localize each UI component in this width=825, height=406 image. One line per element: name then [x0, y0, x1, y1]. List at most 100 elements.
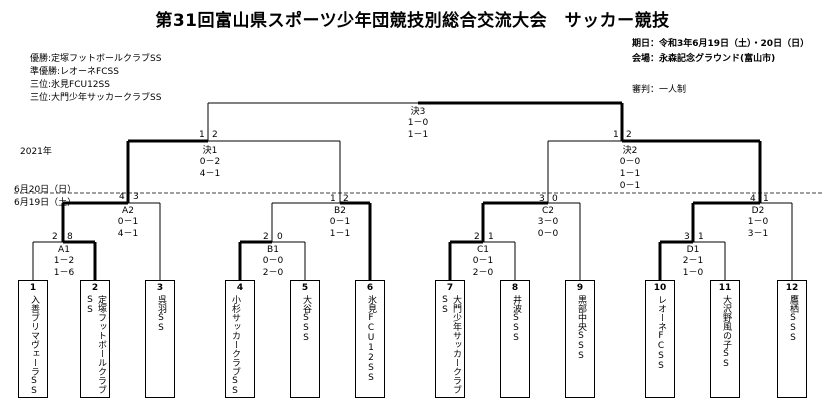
match-label: 決1	[202, 146, 218, 156]
team-number: 12	[785, 283, 799, 293]
team-name: 大門少年サッカークラブSS	[440, 295, 461, 394]
match-score: 0－2	[199, 157, 221, 167]
event-venue: 会場：永森記念グラウンド(富山市)	[632, 54, 776, 64]
team-box-11: 11 大沢野風の子SS	[710, 280, 740, 398]
final-left-score: 1	[199, 130, 205, 140]
results-list: 優勝:定塚フットボールクラブSS 準優勝:レオーネFCSS 三位:氷見FCU12…	[30, 53, 161, 105]
semi1-left-score: 4	[119, 192, 125, 202]
event-dates: 期日：令和3年6月19日（土）・20日（日）	[632, 39, 810, 49]
match-semi1: 決1 0－2 4－1	[180, 143, 240, 180]
match-d1: D1 2－1 1－0	[663, 245, 723, 279]
team-number: 9	[576, 283, 584, 293]
referee-info: 審判：一人制	[632, 85, 687, 95]
match-score: 1－0	[682, 268, 704, 278]
d1-left-score: 3	[684, 232, 690, 242]
match-label: A2	[122, 206, 134, 216]
c1-right-score: 1	[488, 232, 494, 242]
match-label: C1	[476, 245, 489, 255]
team-name: 呉羽SS	[156, 295, 166, 333]
semi2-left-score: 1	[613, 130, 619, 140]
year-label: 2021年	[20, 147, 52, 157]
match-score: 1－1	[407, 130, 429, 140]
match-c2: C2 3－0 0－0	[518, 206, 578, 240]
team-number: 2	[91, 283, 99, 293]
match-score: 2－0	[472, 268, 494, 278]
team-box-1: 1 入善ブリマヴェーラSS	[18, 280, 48, 398]
semi2-right-score: 2	[626, 130, 632, 140]
match-score: 0－1	[117, 217, 139, 227]
team-name: 大沢野風の子SS	[721, 295, 731, 369]
match-score: 4－1	[199, 169, 221, 179]
d2-left-score: 4	[750, 194, 756, 204]
result-runner-up: 準優勝:レオーネFCSS	[30, 67, 119, 77]
match-b1: B1 0－0 2－0	[243, 245, 303, 279]
team-box-10: 10 レオーネFCSS	[645, 280, 675, 398]
team-name: レオーネFCSS	[656, 295, 666, 371]
match-label: C2	[541, 206, 554, 216]
result-winner: 優勝:定塚フットボールクラブSS	[30, 54, 162, 64]
team-box-4: 4 小杉サッカークラブSS	[225, 280, 255, 398]
match-label: D2	[751, 206, 765, 216]
match-score: 2－1	[682, 256, 704, 266]
match-a2: A2 0－1 4－1	[98, 206, 158, 240]
a1-right-score: 8	[67, 232, 73, 242]
team-box-3: 3 呉羽SS	[145, 280, 175, 398]
team-number: 8	[511, 283, 519, 293]
match-score: 0－1	[619, 181, 641, 191]
b1-left-score: 2	[263, 232, 269, 242]
match-final: 決3 1－0 1－1	[388, 104, 448, 141]
team-name: 定塚フットボールクラブSS	[85, 295, 106, 394]
final-right-score: 2	[212, 130, 218, 140]
match-score: 1－1	[329, 229, 351, 239]
match-score: 1－0	[407, 118, 429, 128]
result-third-1: 三位:氷見FCU12SS	[30, 80, 110, 90]
b1-right-score: 0	[277, 232, 283, 242]
team-name: 井波SSS	[511, 295, 521, 343]
team-name: 氷見FCU12SS	[366, 295, 376, 383]
team-box-9: 9 黒部中央SSS	[565, 280, 595, 398]
b2-right-score: 2	[343, 194, 349, 204]
match-label: 決2	[622, 146, 638, 156]
day1-label: 6月19日（土）	[14, 198, 77, 208]
team-box-6: 6 氷見FCU12SS	[355, 280, 385, 398]
c1-left-score: 2	[474, 232, 480, 242]
team-number: 11	[718, 283, 732, 293]
match-score: 0－1	[472, 256, 494, 266]
team-number: 5	[301, 283, 309, 293]
match-a1: A1 1－2 1－6	[34, 245, 94, 279]
team-name: 大谷SSS	[301, 295, 311, 343]
team-box-8: 8 井波SSS	[500, 280, 530, 398]
team-number: 10	[653, 283, 667, 293]
team-name: 黒部中央SSS	[576, 295, 586, 361]
match-score: 1－6	[53, 268, 75, 278]
match-label: A1	[58, 245, 70, 255]
match-score: 2－0	[262, 268, 284, 278]
a1-left-score: 2	[52, 232, 58, 242]
match-score: 0－0	[537, 229, 559, 239]
d1-right-score: 1	[698, 232, 704, 242]
semi1-right-score: 3	[133, 192, 139, 202]
match-score: 1－1	[619, 169, 641, 179]
match-score: 0－0	[619, 157, 641, 167]
b2-left-score: 1	[330, 194, 336, 204]
match-score: 4－1	[117, 229, 139, 239]
match-score: 3－0	[537, 217, 559, 227]
match-semi2: 決2 0－0 1－1 0－1	[600, 143, 660, 192]
match-c1: C1 0－1 2－0	[453, 245, 513, 279]
match-score: 0－1	[329, 217, 351, 227]
team-box-12: 12 鷹栖SSS	[777, 280, 807, 398]
team-number: 7	[446, 283, 454, 293]
c2-right-score: 0	[552, 194, 558, 204]
match-score: 0－0	[262, 256, 284, 266]
team-box-5: 5 大谷SSS	[290, 280, 320, 398]
d2-right-score: 1	[763, 194, 769, 204]
match-score: 1－0	[747, 217, 769, 227]
day2-label: 6月20日（日）	[14, 185, 77, 195]
team-number: 4	[236, 283, 244, 293]
match-score: 1－2	[53, 256, 75, 266]
match-b2: B2 0－1 1－1	[310, 206, 370, 240]
team-name: 入善ブリマヴェーラSS	[29, 295, 39, 396]
match-label: B1	[267, 245, 279, 255]
result-third-2: 三位:大門少年サッカークラブSS	[30, 93, 162, 103]
